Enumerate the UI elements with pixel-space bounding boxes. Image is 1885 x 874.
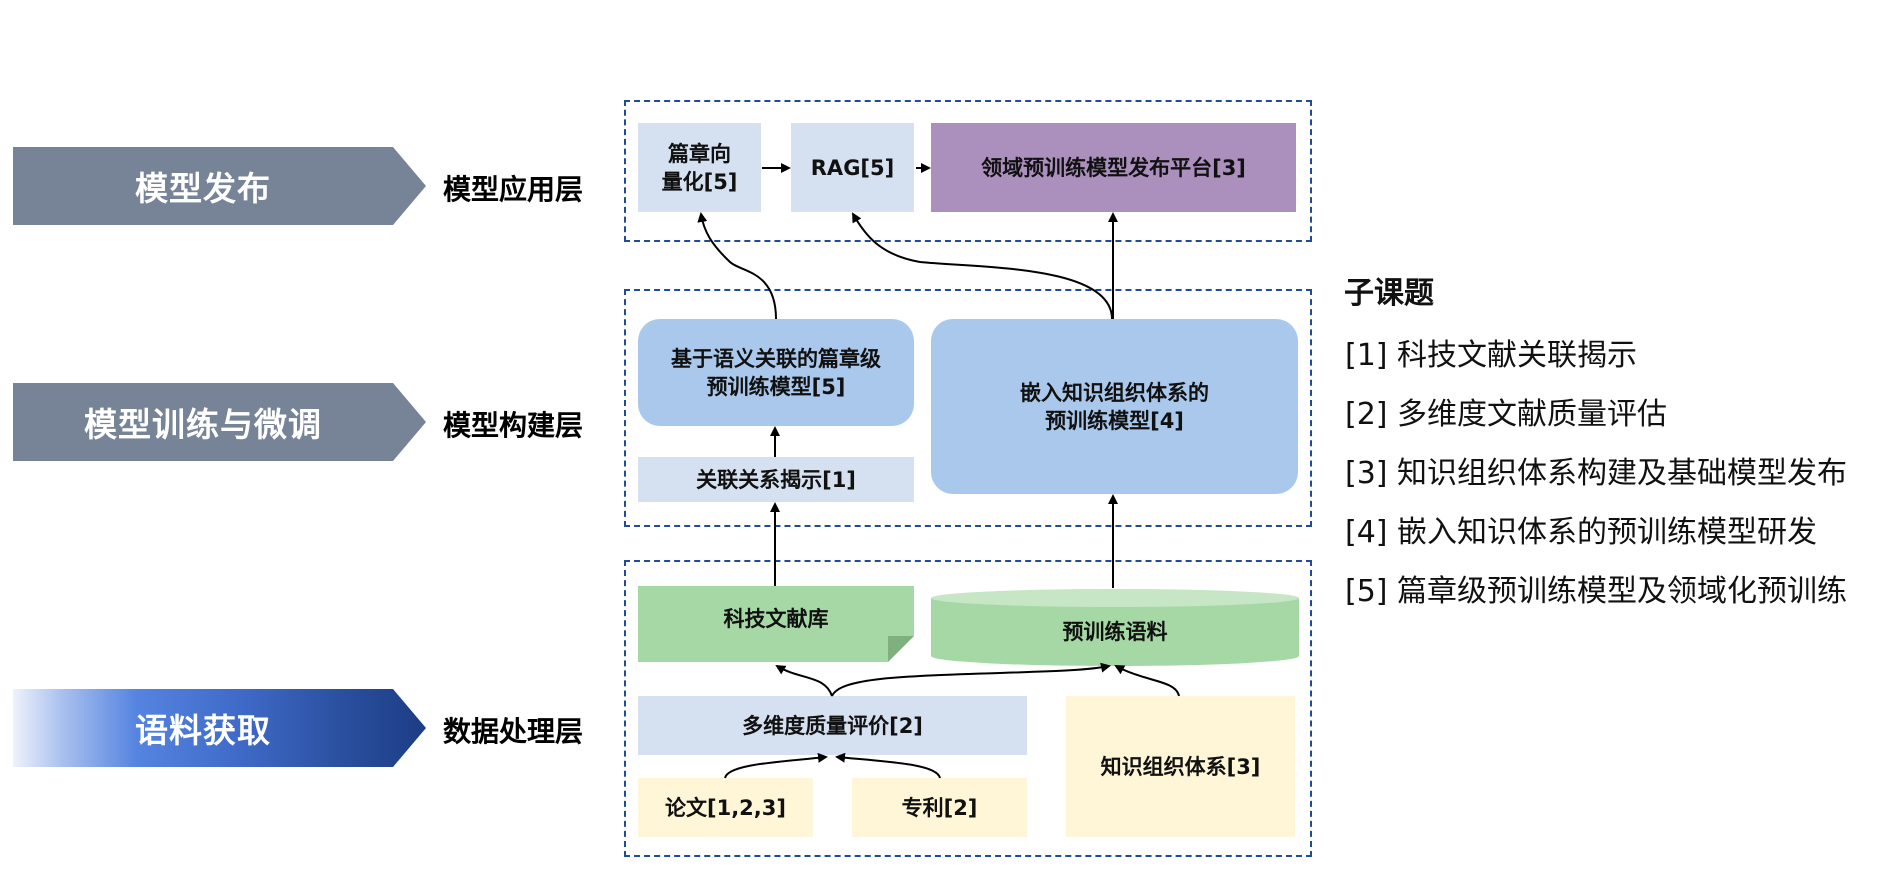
layer-label-application: 模型应用层: [443, 173, 584, 206]
papers-box[interactable]: 论文[1,2,3]: [638, 778, 813, 837]
cylinder-body: [931, 598, 1299, 666]
corpus-cylinder[interactable]: [931, 588, 1299, 668]
box-text: 论文[1,2,3]: [665, 795, 786, 820]
relation-box[interactable]: 关联关系揭示[1]: [638, 457, 914, 502]
knowledge-system-box[interactable]: 知识组织体系[3]: [1066, 696, 1295, 837]
semantic-model-box[interactable]: 基于语义关联的篇章级 预训练模型[5]: [638, 319, 914, 426]
library-box[interactable]: 科技文献库: [638, 586, 914, 662]
legend-item: [5] 篇章级预训练模型及领域化预训练: [1345, 574, 1848, 609]
box-text: 预训练语料: [1062, 620, 1168, 644]
box-text-line: 嵌入知识组织体系的: [1020, 380, 1209, 405]
box-text: 多维度质量评价[2]: [742, 713, 923, 738]
box-text: 知识组织体系[3]: [1100, 754, 1261, 779]
legend-item: [1] 科技文献关联揭示: [1345, 338, 1638, 373]
data-layer-container: [624, 560, 1312, 857]
quality-box[interactable]: 多维度质量评价[2]: [638, 696, 1027, 755]
box-text-line: 预训练模型[4]: [1045, 408, 1184, 433]
box-text-line: 基于语义关联的篇章级: [671, 346, 881, 371]
banner-label: 模型发布: [135, 169, 271, 208]
box-text-line: 预训练模型[5]: [706, 374, 846, 399]
layer-label-building: 模型构建层: [443, 409, 584, 442]
box-text-line: 篇章向: [668, 141, 731, 166]
box-text: 关联关系揭示[1]: [696, 467, 856, 492]
layer-label-data: 数据处理层: [443, 715, 584, 748]
platform-box[interactable]: 领域预训练模型发布平台[3]: [931, 123, 1296, 212]
knowledge-model-box[interactable]: 嵌入知识组织体系的 预训练模型[4]: [931, 319, 1298, 494]
banner-model-release: 模型发布: [13, 147, 426, 225]
legend-item: [4] 嵌入知识体系的预训练模型研发: [1345, 515, 1818, 550]
legend-item: [3] 知识组织体系构建及基础模型发布: [1345, 456, 1848, 491]
box-text: 专利[2]: [901, 795, 978, 820]
patents-box[interactable]: 专利[2]: [852, 778, 1027, 837]
legend-title: 子课题: [1344, 276, 1434, 311]
box-text: 领域预训练模型发布平台[3]: [981, 155, 1246, 180]
banner-corpus-acquisition: 语料获取: [13, 689, 426, 767]
doc-vectorization-box[interactable]: 篇章向 量化[5]: [638, 123, 761, 212]
corpus-label: 预训练语料: [931, 612, 1299, 652]
banner-label: 语料获取: [135, 711, 271, 750]
legend-item: [2] 多维度文献质量评估: [1345, 397, 1668, 432]
box-text: 科技文献库: [723, 607, 829, 631]
banner-label: 模型训练与微调: [84, 405, 322, 444]
box-text: RAG[5]: [810, 155, 895, 180]
cylinder-top: [931, 589, 1299, 607]
banner-model-training: 模型训练与微调: [13, 383, 426, 461]
rag-box[interactable]: RAG[5]: [791, 123, 914, 212]
box-text-line: 量化[5]: [661, 169, 738, 194]
